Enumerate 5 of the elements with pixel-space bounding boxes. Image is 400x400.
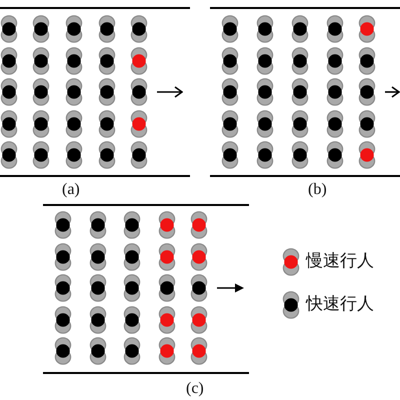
panel-label: (c)	[186, 381, 204, 397]
legend-label: 快速行人	[306, 296, 374, 313]
panel-label: (b)	[308, 182, 327, 198]
legend-label: 慢速行人	[306, 253, 374, 270]
panel-label: (a)	[62, 182, 80, 198]
